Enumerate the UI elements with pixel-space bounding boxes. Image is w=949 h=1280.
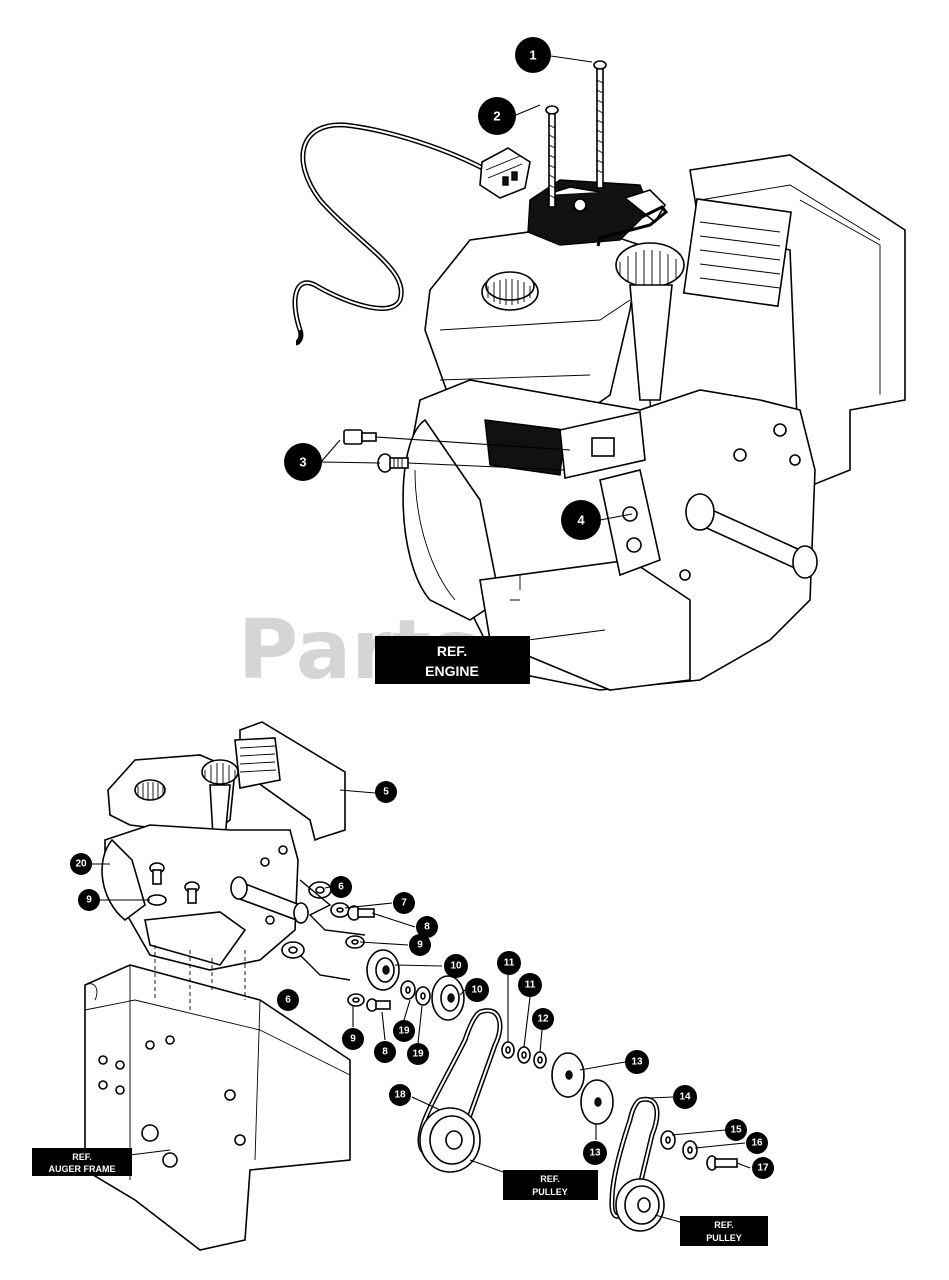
ref-pulley-a-line2: PULLEY — [532, 1187, 568, 1197]
callout-3-label: 3 — [299, 455, 306, 470]
callout-16: 16 — [746, 1132, 768, 1154]
callout-6a-label: 6 — [338, 882, 344, 893]
callout-4-label: 4 — [577, 513, 585, 528]
callout-15: 15 — [725, 1119, 747, 1141]
callout-8b: 8 — [374, 1041, 396, 1063]
callout-4: 4 — [561, 500, 601, 540]
part-1-screws — [545, 60, 607, 208]
callout-7: 7 — [393, 892, 415, 914]
callout-11a-label: 11 — [504, 958, 515, 969]
ref-pulley-a-line1: REF. — [540, 1174, 560, 1184]
callout-19a-label: 19 — [398, 1026, 410, 1037]
callout-19b-label: 19 — [412, 1049, 424, 1060]
callout-9a: 9 — [78, 889, 100, 911]
callout-9b-label: 9 — [417, 940, 423, 951]
callout-7-label: 7 — [401, 898, 407, 909]
mounting-lines — [154, 945, 246, 1010]
callout-18-label: 18 — [394, 1090, 406, 1101]
callout-20: 20 — [70, 853, 92, 875]
callout-8b-label: 8 — [382, 1047, 388, 1058]
callout-14-label: 14 — [679, 1092, 691, 1103]
ref-engine-line2: ENGINE — [425, 663, 479, 679]
callout-9c-label: 9 — [350, 1034, 356, 1045]
drive-parts — [281, 879, 738, 1232]
ref-auger-frame-line1: REF. — [72, 1152, 92, 1162]
callout-11b-label: 11 — [525, 980, 536, 991]
callout-15-label: 15 — [730, 1125, 742, 1136]
oil-fill-cap — [615, 242, 685, 471]
part-3-screws — [343, 429, 409, 473]
callout-17: 17 — [752, 1157, 774, 1179]
callout-8a-label: 8 — [424, 922, 430, 933]
callout-11b: 11 — [518, 973, 542, 997]
ref-engine-label: REF. ENGINE — [375, 636, 530, 684]
ref-auger-frame-label: REF. AUGER FRAME — [32, 1148, 132, 1176]
ref-pulley-b-line2: PULLEY — [706, 1233, 742, 1243]
callout-20-label: 20 — [75, 859, 87, 870]
engine-lower — [101, 721, 346, 971]
ref-pulley-b-line1: REF. — [714, 1220, 734, 1230]
callout-1-label: 1 — [529, 48, 536, 63]
callout-9c: 9 — [342, 1028, 364, 1050]
callout-6a: 6 — [330, 876, 352, 898]
callout-6b-label: 6 — [285, 995, 291, 1006]
auger-frame — [84, 964, 351, 1251]
callout-10a-label: 10 — [450, 961, 462, 972]
ref-pulley-label-b: REF. PULLEY — [680, 1216, 768, 1246]
callout-19b: 19 — [407, 1043, 429, 1065]
callout-13a-label: 13 — [631, 1057, 643, 1068]
callout-13a: 13 — [625, 1050, 649, 1074]
electric-starter-switch — [527, 179, 667, 246]
upper-leader-lines — [320, 55, 633, 641]
callout-2-label: 2 — [493, 109, 500, 124]
callout-11a: 11 — [497, 951, 521, 975]
ref-pulley-label-a: REF. PULLEY — [503, 1170, 598, 1200]
callout-2: 2 — [478, 97, 516, 135]
cylinder-fins — [682, 198, 792, 308]
callout-14: 14 — [673, 1085, 697, 1109]
callout-12: 12 — [532, 1008, 554, 1030]
engine-upper — [402, 154, 906, 691]
callout-6b: 6 — [277, 989, 299, 1011]
callout-5: 5 — [375, 781, 397, 803]
crankshaft — [685, 493, 818, 579]
fuel-cap — [481, 271, 539, 311]
callout-10b-label: 10 — [471, 985, 483, 996]
callout-9a-label: 9 — [86, 895, 92, 906]
callout-13b: 13 — [583, 1141, 607, 1165]
callout-9b: 9 — [409, 934, 431, 956]
callout-1: 1 — [515, 37, 551, 73]
callout-19a: 19 — [393, 1020, 415, 1042]
callout-8a: 8 — [416, 916, 438, 938]
ref-engine-line1: REF. — [437, 643, 467, 659]
callout-13b-label: 13 — [589, 1148, 601, 1159]
callout-18: 18 — [389, 1084, 411, 1106]
power-cord — [292, 122, 669, 346]
callout-5-label: 5 — [383, 787, 389, 798]
callout-10b: 10 — [465, 978, 489, 1002]
callout-17-label: 17 — [757, 1163, 769, 1174]
callout-10a: 10 — [444, 954, 468, 978]
callout-3: 3 — [284, 443, 322, 481]
callout-16-label: 16 — [751, 1138, 763, 1149]
callout-12-label: 12 — [537, 1014, 549, 1025]
lower-leader-lines — [92, 789, 751, 1223]
ref-auger-frame-line2: AUGER FRAME — [49, 1164, 116, 1174]
